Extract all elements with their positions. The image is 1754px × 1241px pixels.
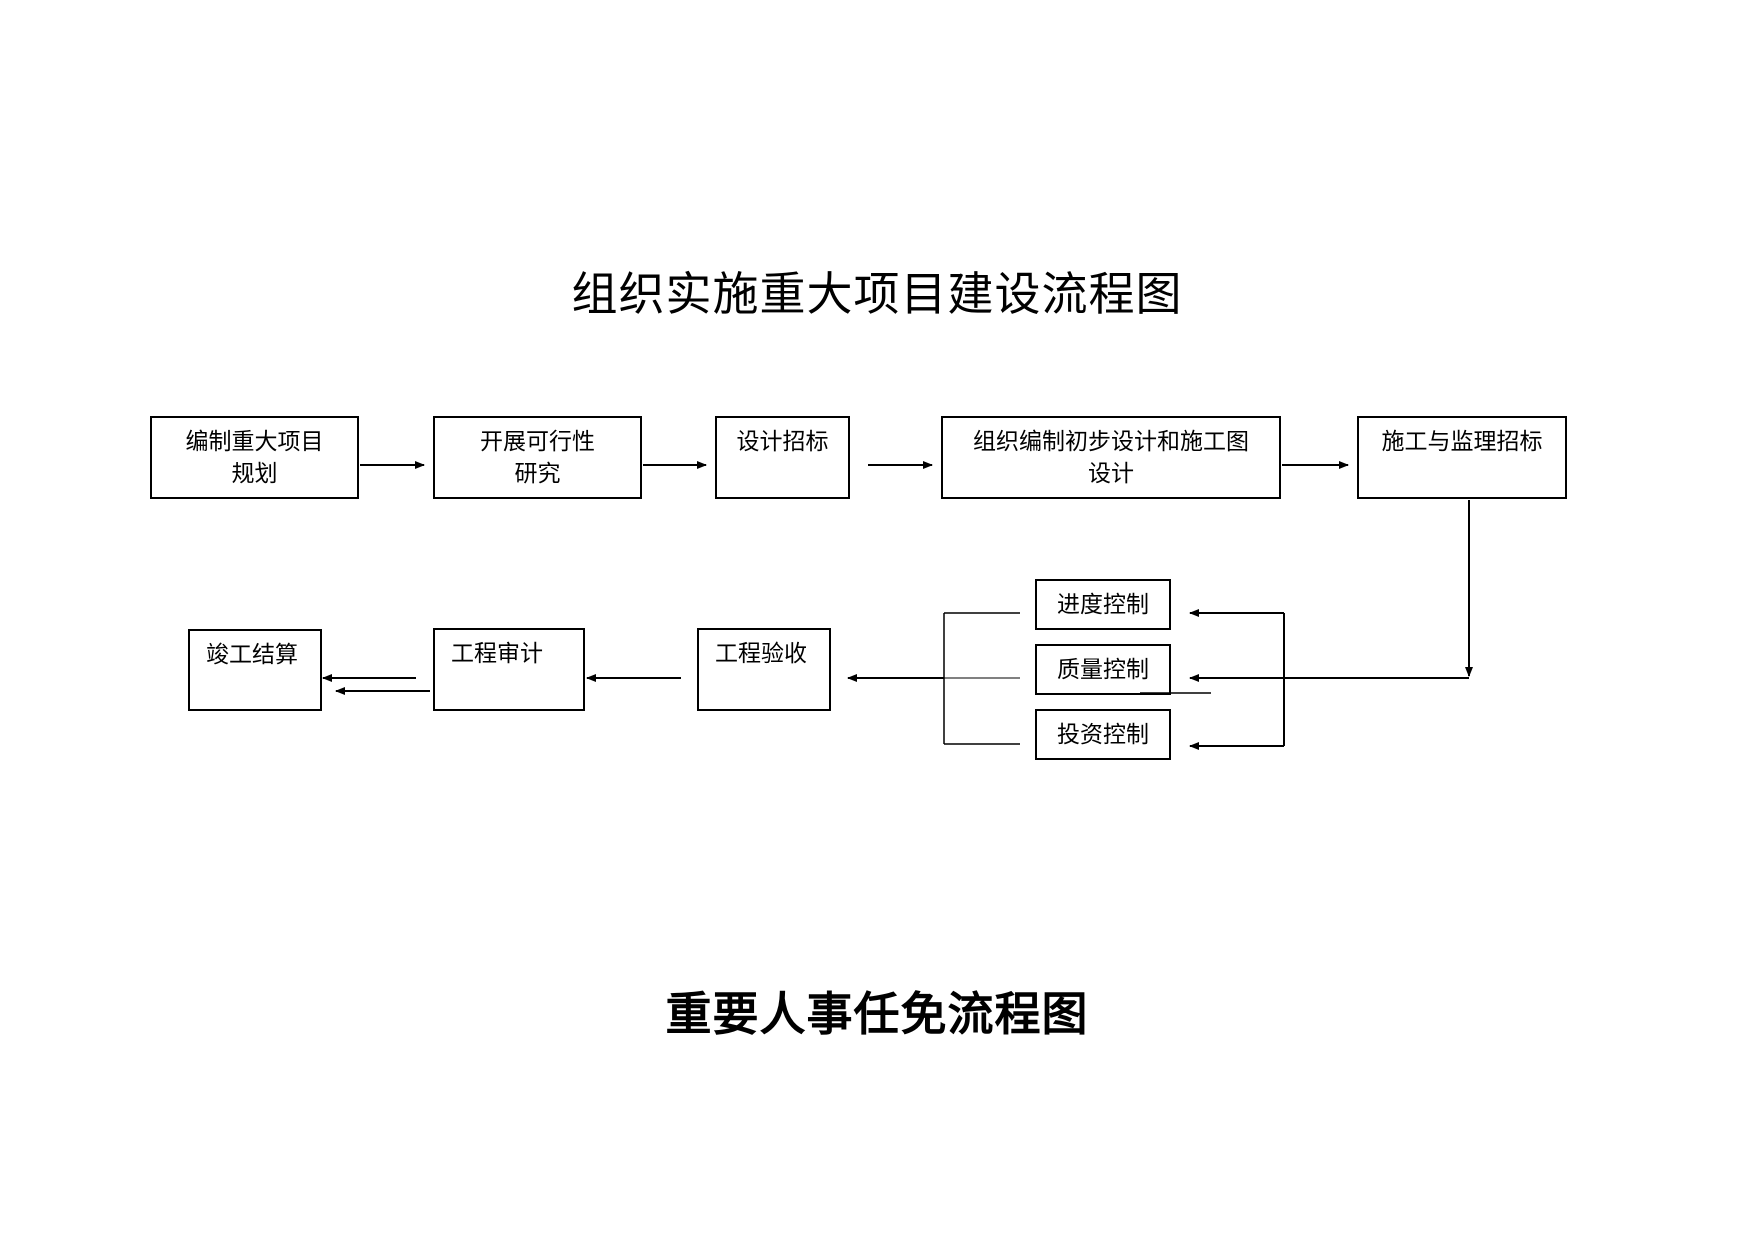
section-title: 重要人事任免流程图 xyxy=(665,987,1089,1041)
node-construction-tender: 施工与监理招标 xyxy=(1357,416,1567,499)
node-label: 组织编制初步设计和施工图 xyxy=(973,429,1249,455)
node-label: 施工与监理招标 xyxy=(1381,429,1543,455)
node-label: 开展可行性 xyxy=(480,429,595,455)
page-title: 组织实施重大项目建设流程图 xyxy=(571,267,1183,321)
node-label: 规划 xyxy=(231,461,278,487)
node-label: 进度控制 xyxy=(1057,592,1149,618)
node-audit: 工程审计 xyxy=(433,628,585,711)
node-label: 质量控制 xyxy=(1057,657,1149,683)
node-label: 设计招标 xyxy=(736,429,829,455)
node-investment-control: 投资控制 xyxy=(1035,709,1171,760)
node-label: 研究 xyxy=(514,461,561,487)
node-label: 设计 xyxy=(1088,461,1134,487)
node-schedule-control: 进度控制 xyxy=(1035,579,1171,630)
node-label: 编制重大项目 xyxy=(185,429,324,455)
node-label: 竣工结算 xyxy=(206,642,298,668)
node-final-settlement: 竣工结算 xyxy=(188,629,322,711)
node-label: 工程验收 xyxy=(715,641,807,667)
node-quality-control: 质量控制 xyxy=(1035,644,1171,695)
node-label: 投资控制 xyxy=(1057,722,1149,748)
node-plan: 编制重大项目 规划 xyxy=(150,416,359,499)
node-design-tender: 设计招标 xyxy=(715,416,850,499)
node-preliminary-design: 组织编制初步设计和施工图 设计 xyxy=(941,416,1281,499)
node-acceptance: 工程验收 xyxy=(697,628,831,711)
node-feasibility: 开展可行性 研究 xyxy=(433,416,642,499)
node-label: 工程审计 xyxy=(451,641,543,667)
